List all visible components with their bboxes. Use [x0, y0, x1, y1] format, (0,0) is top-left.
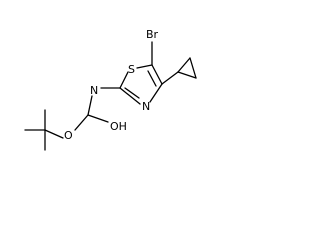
bond-carbonyl-oh: [87, 114, 109, 123]
ester-oxygen-label: O: [64, 129, 73, 142]
bond-cyclopropyl-b: [189, 57, 197, 79]
ring-nitrogen-label: N: [142, 100, 150, 113]
ring-sulfur-label: S: [128, 63, 135, 76]
hydroxyl-label: OH: [110, 120, 127, 133]
bond-n3-c2-inner: [124, 87, 140, 99]
bond-n3-c2: [119, 87, 141, 105]
bond-c4-cyclopropyl: [161, 71, 179, 85]
bond-nh-carbonyl: [87, 95, 93, 116]
bond-cyclopropyl-c: [177, 71, 197, 79]
bromine-label: Br: [146, 28, 159, 41]
bond-cyclopropyl-a: [177, 57, 191, 73]
bond-c5-c4-inner: [147, 70, 157, 87]
amide-nitrogen-label: N: [90, 84, 98, 97]
bond-carbonyl-o: [74, 114, 89, 131]
bond-c2-s: [119, 71, 129, 89]
bond-s-c5: [136, 64, 153, 69]
bond-c5-c4: [151, 64, 163, 85]
chemical-structure: Br S N N OH O: [24, 28, 197, 151]
bond-c4-n3: [149, 83, 163, 103]
bond-o-tbutyl: [44, 129, 64, 139]
